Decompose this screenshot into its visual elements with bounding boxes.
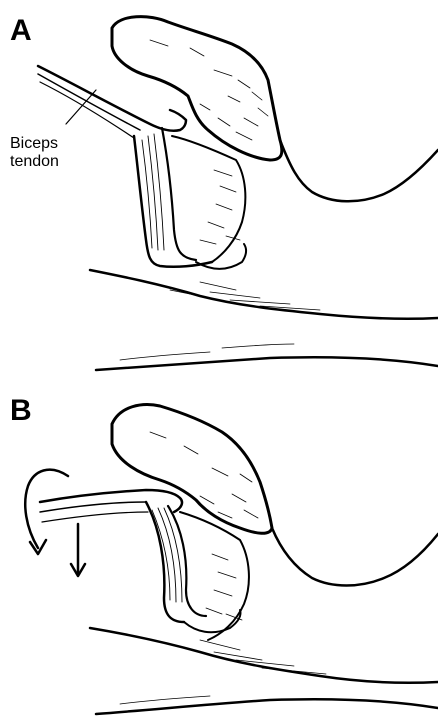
tendon-curl-inner: [168, 506, 206, 616]
panel-a-illustration: [0, 0, 438, 378]
tendon-curl-outer: [146, 502, 184, 622]
callout-line-1: Biceps: [10, 135, 59, 153]
coracoid-process: [112, 17, 282, 160]
callout-line-2: tendon: [10, 153, 59, 171]
humerus-lower-outline: [90, 628, 438, 683]
bicipital-groove-right: [162, 128, 196, 260]
panel-label-a: A: [10, 16, 32, 46]
bottom-contour: [96, 699, 438, 714]
panel-b-illustration: [0, 378, 438, 717]
callout-leader-line: [66, 90, 96, 124]
bottom-contour: [96, 357, 438, 370]
humeral-head: [172, 136, 245, 262]
coracoid-process: [112, 405, 272, 534]
panel-b: B: [0, 378, 438, 717]
humerus-upper-outline: [280, 140, 438, 201]
biceps-tendon-label: Biceps tendon: [10, 135, 59, 171]
biceps-tendon: [38, 66, 186, 131]
panel-label-b: B: [10, 396, 32, 426]
humerus-upper-outline: [272, 528, 438, 586]
humerus-lower-outline: [90, 270, 438, 319]
panel-a: A Biceps tendon: [0, 0, 438, 378]
